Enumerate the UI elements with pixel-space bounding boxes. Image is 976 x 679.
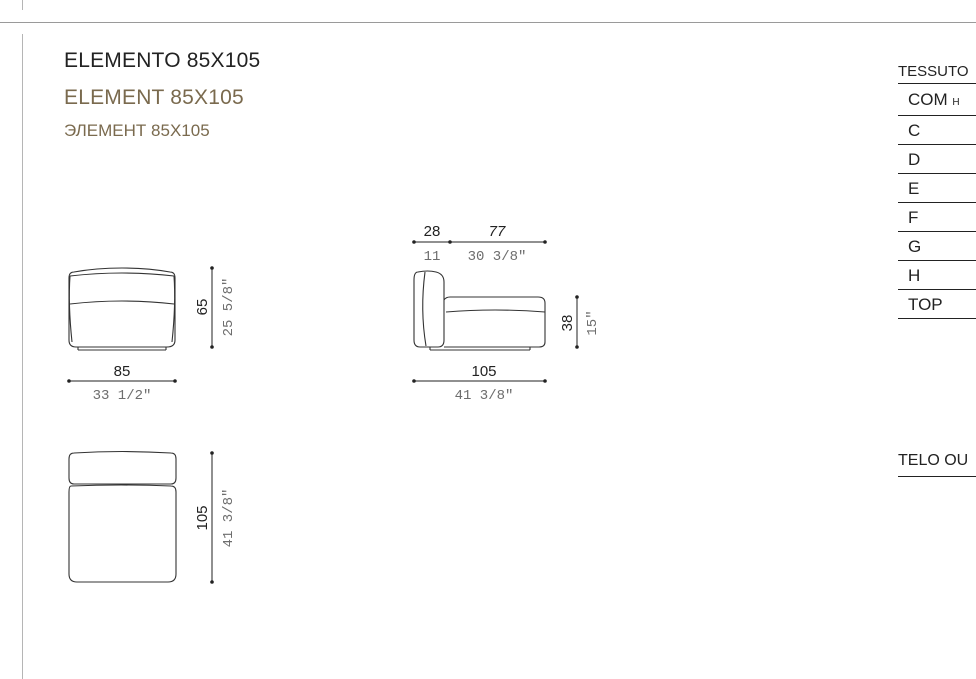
fabric-row-label: TOP — [908, 295, 943, 314]
front-view-drawing — [68, 267, 176, 351]
fabric-row-label: H — [908, 266, 921, 285]
fabric-row-com: COM H — [898, 84, 976, 116]
title-italian: ELEMENTO 85X105 — [64, 49, 261, 72]
total-depth-inches: 41 3/8″ — [455, 388, 514, 404]
front-width-dimension — [67, 379, 177, 383]
fabric-table-title: TESSUTO — [898, 63, 969, 80]
com-suffix: H — [952, 97, 960, 108]
telo-heading: TELO OU — [898, 452, 969, 469]
front-height-dimension — [210, 266, 214, 349]
back-depth-inches: 11 — [424, 249, 441, 265]
top-tick — [22, 0, 23, 10]
fabric-row-label: G — [908, 237, 922, 256]
title-english: ELEMENT 85X105 — [64, 86, 244, 109]
front-width-cm: 85 — [114, 363, 131, 380]
fabric-row-c: C — [898, 116, 976, 145]
top-depth-dimension — [210, 451, 214, 584]
top-depth-cm: 105 — [194, 505, 211, 530]
header-divider — [0, 22, 976, 23]
back-depth-cm: 28 — [424, 223, 441, 240]
fabric-row-label: C — [908, 121, 921, 140]
fabric-table: COM H C D E F G H TOP — [898, 83, 976, 319]
total-depth-cm: 105 — [471, 363, 496, 380]
seat-depth-inches: 30 3/8″ — [468, 249, 527, 265]
side-depth-top-dimension — [412, 240, 547, 244]
title-russian: ЭЛЕМЕНТ 85X105 — [64, 121, 210, 140]
top-view-drawing — [68, 450, 177, 583]
side-total-depth-dimension — [412, 379, 547, 383]
fabric-row-f: F — [898, 203, 976, 232]
fabric-row-e: E — [898, 174, 976, 203]
seat-height-dimension — [575, 295, 579, 349]
seat-depth-cm: 77 — [489, 223, 506, 240]
fabric-row-label: E — [908, 179, 920, 198]
fabric-row-g: G — [898, 232, 976, 261]
side-view-drawing — [413, 270, 546, 351]
left-margin-line — [22, 34, 23, 679]
fabric-row-label: D — [908, 150, 921, 169]
front-height-inches: 25 5/8″ — [221, 278, 237, 337]
fabric-row-top: TOP — [898, 290, 976, 319]
seat-height-cm: 38 — [559, 315, 576, 332]
front-height-cm: 65 — [194, 299, 211, 316]
fabric-row-h: H — [898, 261, 976, 290]
fabric-row-label: COM — [908, 90, 948, 109]
seat-height-inches: 15″ — [585, 310, 601, 335]
fabric-row-d: D — [898, 145, 976, 174]
telo-underline — [898, 476, 976, 477]
fabric-row-label: F — [908, 208, 919, 227]
front-width-inches: 33 1/2″ — [93, 388, 152, 404]
top-depth-inches: 41 3/8″ — [221, 489, 237, 548]
